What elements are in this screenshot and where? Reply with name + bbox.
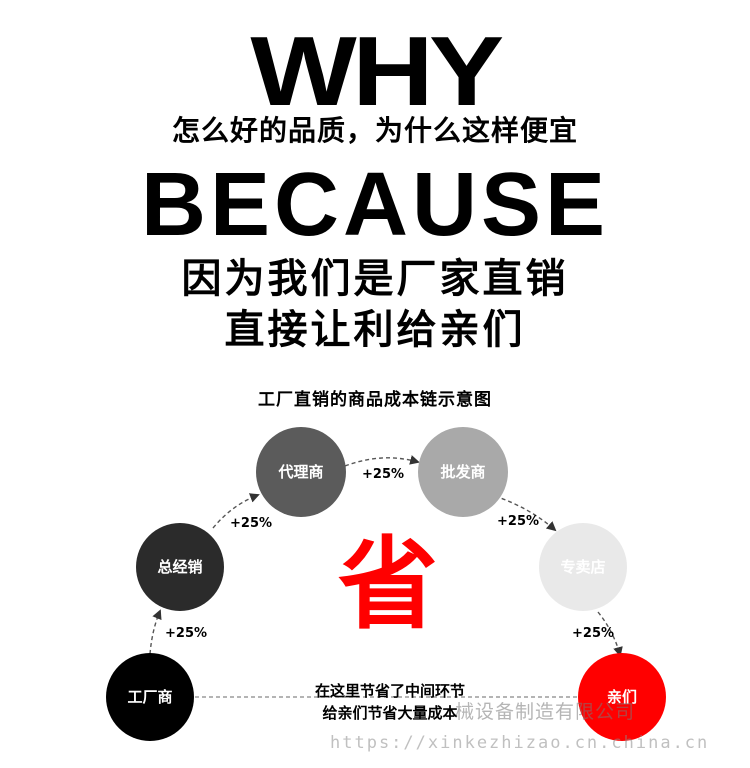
savings-line-1: 在这里节省了中间环节 [314,682,465,700]
save-character: 省 [338,526,438,643]
node-customers: 亲们 [578,653,666,741]
node-store-label: 专卖店 [560,558,605,576]
markup-label-4: +25% [497,514,539,529]
connector-3 [344,455,420,467]
node-distributor-label: 总经销 [157,558,202,576]
node-agent: 代理商 [256,427,346,517]
connector-2 [212,493,260,529]
connector-5 [597,611,623,657]
markup-label-2: +25% [230,516,272,531]
why-heading: WHY [250,16,504,126]
savings-line-2: 给亲们节省大量成本 [322,704,458,722]
watermark-company: 械设备制造有限公司 [455,701,636,723]
connector-1 [149,609,162,655]
node-store: 专卖店 [539,523,627,611]
markup-label-1: +25% [165,626,207,641]
diagram-title: 工厂直销的商品成本链示意图 [258,390,492,410]
markup-label-5: +25% [572,626,614,641]
answer-line-2: 直接让利给亲们 [224,307,526,353]
markup-label-3: +25% [362,467,404,482]
connector-4 [494,495,557,532]
node-distributor: 总经销 [136,523,224,611]
question-text: 怎么好的品质，为什么这样便宜 [171,114,578,147]
node-agent-label: 代理商 [277,463,323,481]
node-factory: 工厂商 [106,653,194,741]
answer-line-1: 因为我们是厂家直销 [181,256,569,302]
node-wholesaler-label: 批发商 [440,463,485,481]
because-heading: BECAUSE [140,155,610,255]
node-factory-label: 工厂商 [127,688,172,706]
node-customers-label: 亲们 [607,688,637,706]
watermark-url: https://xinkezhizao.cn.china.cn [330,733,710,753]
node-wholesaler: 批发商 [418,427,508,517]
